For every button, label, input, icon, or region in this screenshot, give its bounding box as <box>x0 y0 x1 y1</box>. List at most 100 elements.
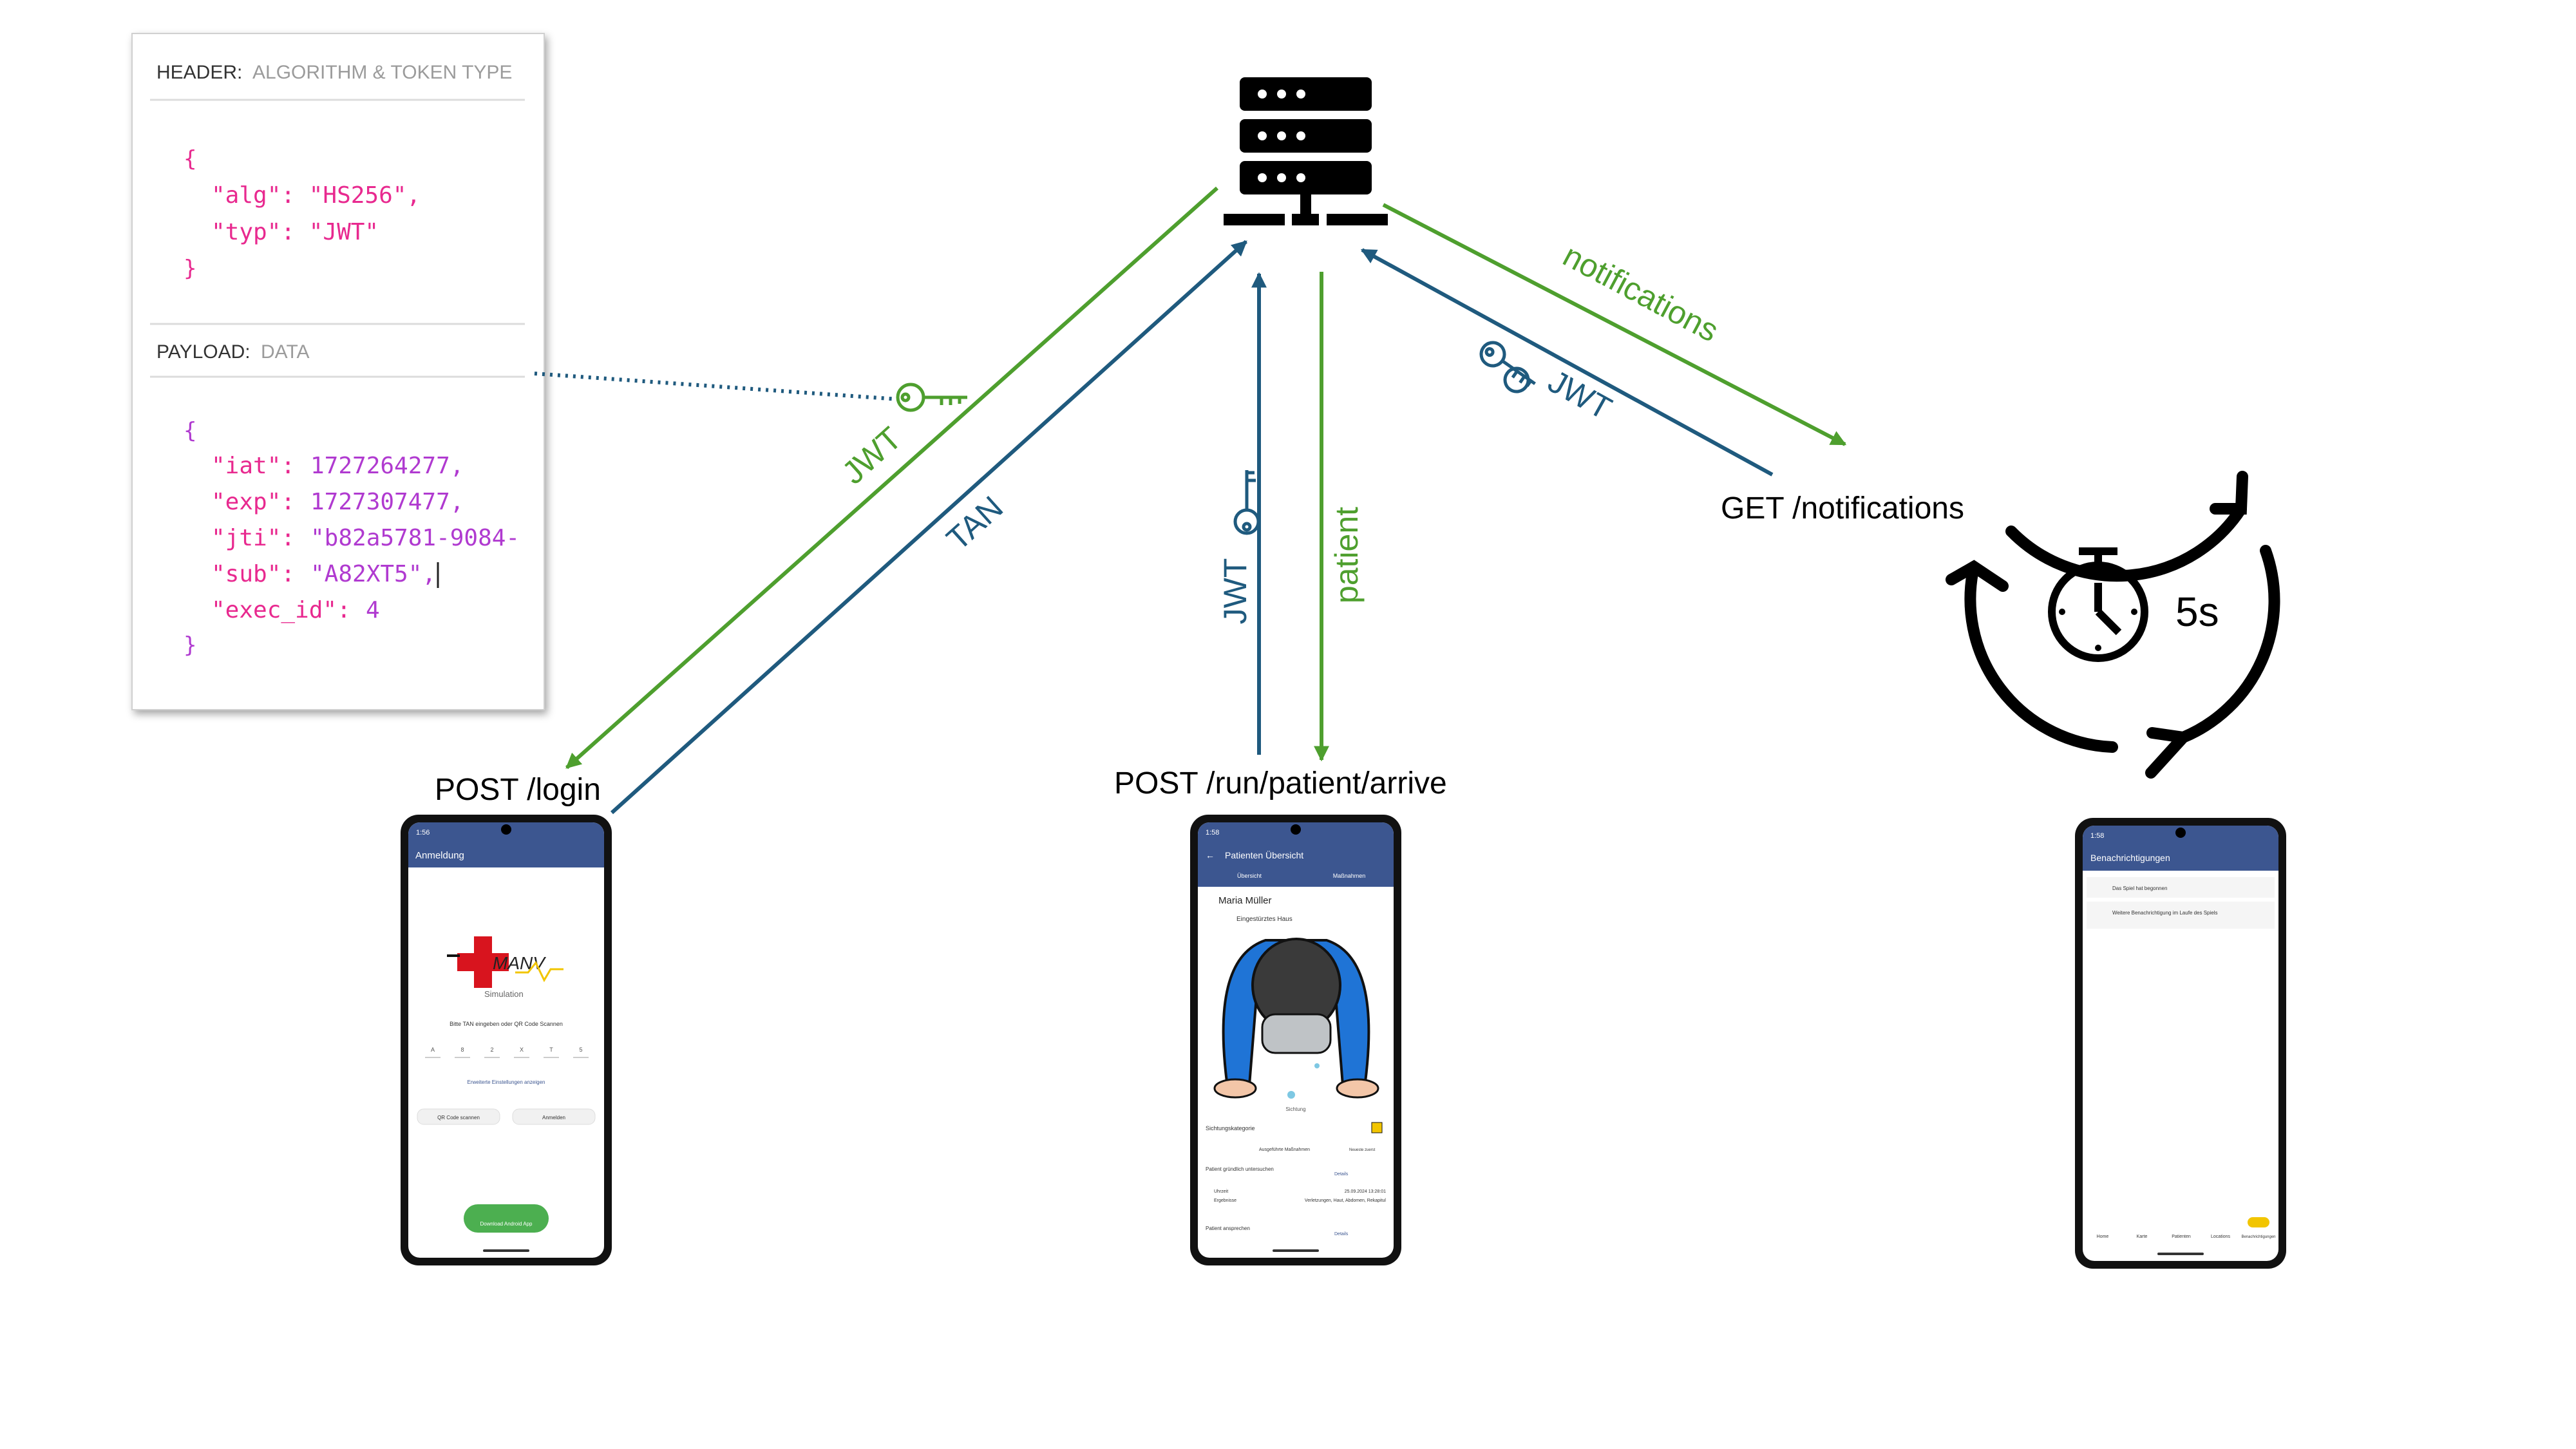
jwt-header-typ-line: "typ": "JWT" <box>211 219 379 245</box>
jwt-header-brace-open: { <box>184 146 196 172</box>
tan-input[interactable]: A 8 2 X T 5 <box>425 1046 589 1058</box>
sort-newest-first[interactable]: Neueste zuerst <box>1349 1148 1376 1152</box>
logo-text: MANV <box>493 953 546 973</box>
patient-illustration <box>1213 938 1379 1099</box>
jwt-header-alg-line: "alg": "HS256", <box>211 182 421 209</box>
jwt-payload-value: 4 <box>366 597 380 623</box>
jwt-payload-value: "b82a5781-9084- <box>310 525 520 551</box>
time-value: 25.09.2024 13:28:01 <box>1345 1189 1386 1194</box>
executed-measures-label: Ausgeführte Maßnahmen <box>1259 1148 1310 1152</box>
triage-category-swatch[interactable] <box>1371 1122 1383 1133</box>
jwt-payload-value: "A82XT5", <box>310 561 436 587</box>
nav-home[interactable]: Home <box>2097 1235 2109 1239</box>
tan-char: 5 <box>579 1046 582 1053</box>
jwt-payload-row: "sub": "A82XT5", <box>211 561 439 588</box>
jwt-payload-row: "exec_id": 4 <box>211 597 380 623</box>
endpoint-label-login: POST /login <box>435 773 601 807</box>
results-value: Verletzungen, Haut, Abdomen, Rekapitul <box>1305 1198 1387 1203</box>
advanced-settings-link[interactable]: Erweiterte Einstellungen anzeigen <box>468 1079 545 1085</box>
measure-title: Patient ansprechen <box>1206 1226 1250 1231</box>
edge-arrow-notifications <box>1382 203 1847 446</box>
patient-location: Eingestürztes Haus <box>1236 916 1293 923</box>
status-time: 1:58 <box>1206 829 1219 837</box>
edge-label-jwt-patient: JWT <box>1217 558 1253 625</box>
status-time: 1:56 <box>416 829 430 837</box>
endpoint-label-notifications: GET /notifications <box>1721 491 1964 526</box>
back-arrow-icon[interactable]: ← <box>1206 850 1215 860</box>
edge-arrow-tan <box>610 240 1248 815</box>
bottom-nav: Home Karte Patienten Locations Benachric… <box>2097 1217 2276 1239</box>
edge-label-notifications: notifications <box>1557 237 1724 348</box>
edge-label-jwt-notifications: JWT <box>1542 363 1618 427</box>
jwt-header-subtitle: ALGORITHM & TOKEN TYPE <box>252 62 512 83</box>
jwt-payload-key: "sub": <box>211 561 295 587</box>
timer-interval-label: 5s <box>2175 589 2219 635</box>
details-link[interactable]: Details <box>1334 1172 1349 1177</box>
jwt-header-title: HEADER: <box>156 62 242 83</box>
server-icon <box>1224 77 1388 225</box>
notification-item[interactable]: Weitere Benachrichtigung im Laufe des Sp… <box>2087 902 2275 929</box>
app-bar-title: Anmeldung <box>415 850 464 861</box>
phone-login: 1:56 Anmeldung MANV Simulation Bitte TAN… <box>401 815 612 1265</box>
phone-notifications: 1:58 Benachrichtigungen Das Spiel hat be… <box>2075 818 2286 1269</box>
jwt-payload-key: "exec_id": <box>211 597 351 623</box>
results-label: Ergebnisse <box>1214 1198 1236 1203</box>
jwt-payload-title: PAYLOAD: <box>156 341 251 363</box>
edge-label-patient: patient <box>1329 507 1365 603</box>
jwt-payload-subtitle: DATA <box>261 341 310 363</box>
app-bar-title: Patienten Übersicht <box>1225 849 1303 860</box>
manv-logo: MANV Simulation <box>447 936 564 999</box>
notification-item[interactable]: Das Spiel hat begonnen <box>2087 877 2275 898</box>
stopwatch-icon <box>2048 547 2148 662</box>
payload-key-connector <box>534 372 899 401</box>
phone-patient: 1:58 ← Patienten Übersicht Übersicht Maß… <box>1190 815 1401 1265</box>
jwt-payload-key: "jti": <box>211 525 295 551</box>
jwt-payload-brace-open: { <box>184 418 196 444</box>
notification-text: Das Spiel hat begonnen <box>2112 886 2167 891</box>
jwt-payload-row: "exp": 1727307477, <box>211 489 464 515</box>
patient-name: Maria Müller <box>1218 895 1272 906</box>
tab-overview[interactable]: Übersicht <box>1237 873 1262 879</box>
tan-char: A <box>431 1046 435 1053</box>
tan-char: 2 <box>490 1046 493 1053</box>
tan-char: T <box>549 1046 553 1053</box>
jwt-payload-row: "iat": 1727264277, <box>211 453 464 479</box>
edge-arrow-jwt-login <box>565 186 1218 770</box>
jwt-payload-value: 1727307477, <box>310 489 464 515</box>
app-bar-title: Benachrichtigungen <box>2090 853 2170 863</box>
jwt-payload-key: "iat": <box>211 453 295 479</box>
jwt-payload-value: 1727264277, <box>310 453 464 479</box>
key-icon <box>1233 470 1260 535</box>
edge-arrow-jwt-notifications <box>1360 248 1774 477</box>
nav-map[interactable]: Karte <box>2137 1235 2148 1239</box>
qr-scan-label: QR Code scannen <box>437 1115 480 1121</box>
edge-label-tan: TAN <box>940 489 1010 557</box>
qr-scan-button[interactable]: QR Code scannen <box>417 1108 500 1125</box>
key-icon <box>1479 341 1536 387</box>
key-icon <box>896 383 967 412</box>
measure-title: Patient gründlich untersuchen <box>1206 1166 1274 1172</box>
tan-prompt: Bitte TAN eingeben oder QR Code Scannen <box>450 1021 563 1027</box>
jwt-card: HEADER: ALGORITHM & TOKEN TYPE { "alg": … <box>131 33 545 710</box>
jwt-payload-brace-close: } <box>184 632 196 658</box>
endpoint-label-patient-arrive: POST /run/patient/arrive <box>1114 766 1447 800</box>
login-button-label: Anmelden <box>542 1115 565 1121</box>
download-button-label: Download Android App <box>480 1221 533 1227</box>
tan-char: 8 <box>460 1046 464 1053</box>
time-label: Uhrzeit <box>1214 1189 1228 1194</box>
jwt-payload-row: "jti": "b82a5781-9084- <box>211 525 520 551</box>
tan-char: X <box>520 1046 524 1053</box>
jwt-header-brace-close: } <box>184 256 196 281</box>
tab-measures[interactable]: Maßnahmen <box>1333 873 1366 879</box>
key-icon <box>1503 366 1530 393</box>
nav-patients[interactable]: Patienten <box>2172 1235 2191 1239</box>
details-link[interactable]: Details <box>1334 1232 1349 1236</box>
triage-category-label: Sichtungskategorie <box>1206 1125 1255 1132</box>
login-button[interactable]: Anmelden <box>512 1108 596 1125</box>
edge-label-jwt-login: JWT <box>835 420 909 491</box>
download-android-button[interactable]: Download Android App <box>464 1204 549 1233</box>
nav-notifications[interactable]: Benachrichtigungen <box>2241 1235 2275 1239</box>
nav-locations[interactable]: Locations <box>2211 1235 2230 1239</box>
notification-text: Weitere Benachrichtigung im Laufe des Sp… <box>2112 910 2218 916</box>
